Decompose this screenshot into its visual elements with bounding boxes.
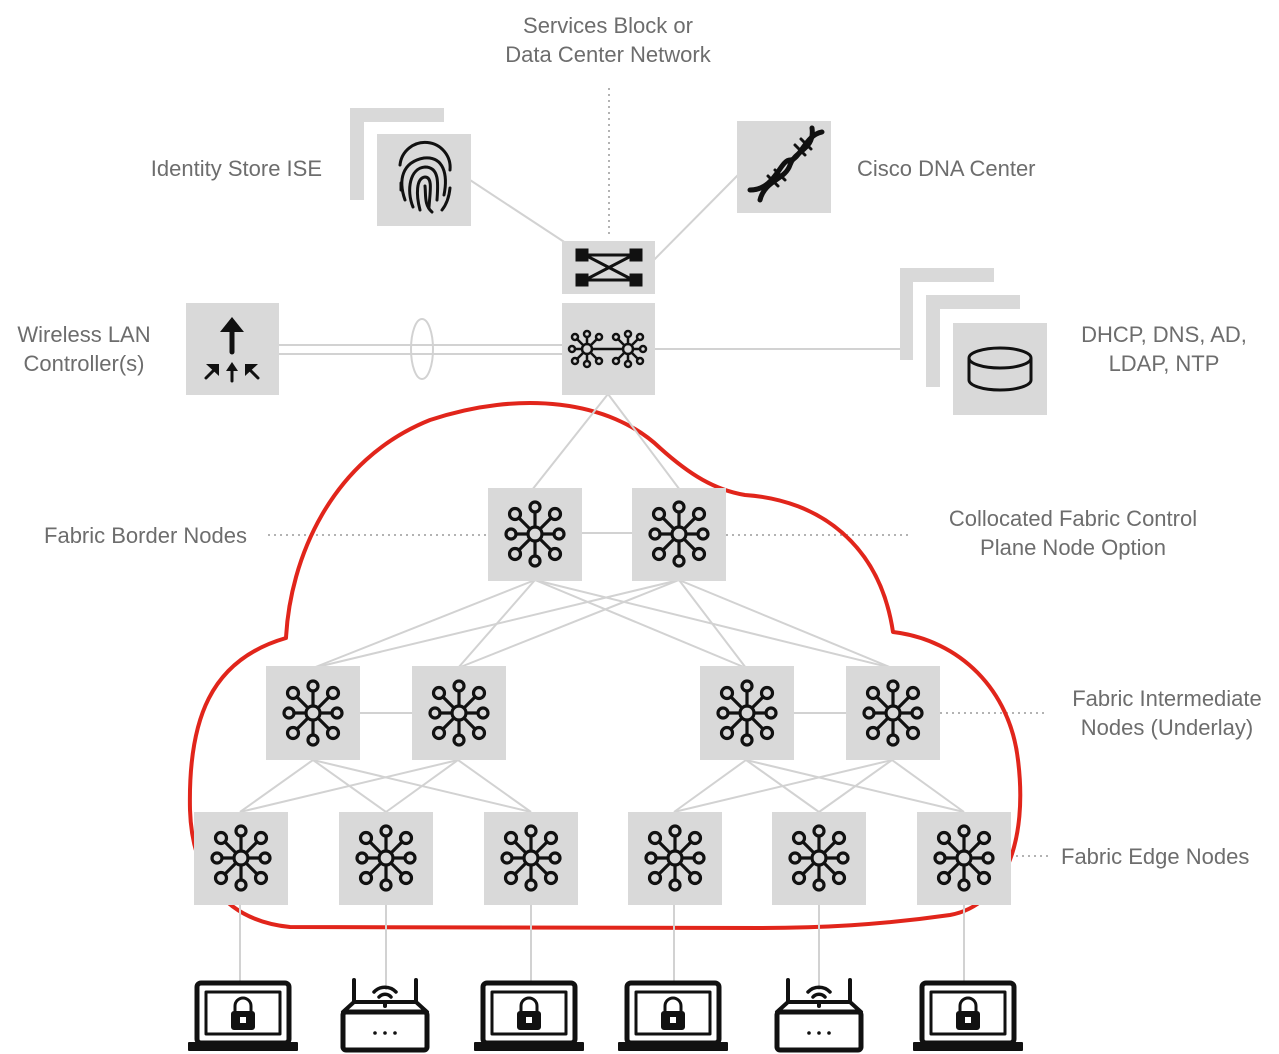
directory-services-servers [900, 268, 1047, 415]
fabric-cloud [187, 401, 1023, 930]
laptop-lock-icon [475, 983, 583, 1050]
fabric-border-node [488, 488, 582, 581]
dhcp-line1: DHCP, DNS, AD, [1081, 322, 1247, 347]
services-block-line1: Services Block or [523, 13, 693, 38]
fabric-intermediate-node [266, 666, 360, 760]
laptop-lock-icon [189, 983, 297, 1050]
identity-store-ise [350, 108, 471, 226]
wlc-line1: Wireless LAN [17, 322, 151, 347]
fabric-edge-node [628, 812, 722, 905]
fabric-edge-node [484, 812, 578, 905]
identity-store-label: Identity Store ISE [150, 156, 322, 181]
fabric-links [239, 393, 965, 990]
dna-center-label: Cisco DNA Center [857, 156, 1036, 181]
cisco-dna-center [737, 121, 831, 213]
fabric-border-node [632, 488, 726, 581]
fabric-intermediate-node [412, 666, 506, 760]
control-plane-line1: Collocated Fabric Control [948, 506, 1198, 531]
fabric-edge-node [917, 812, 1011, 905]
control-plane-label: Collocated Fabric Control Plane Node Opt… [918, 504, 1228, 562]
fabric-intermediate-nodes [266, 666, 940, 760]
fabric-border-nodes [488, 488, 726, 581]
fabric-border-label: Fabric Border Nodes [44, 523, 247, 548]
wireless-lan-controller [186, 303, 279, 395]
fabric-edge-node [194, 812, 288, 905]
intermediate-line1: Fabric Intermediate [1072, 686, 1262, 711]
wireless-access-point-icon [343, 980, 427, 1050]
dhcp-label: DHCP, DNS, AD, LDAP, NTP [1060, 320, 1268, 378]
fabric-edge-node [772, 812, 866, 905]
services-block-line2: Data Center Network [505, 42, 711, 67]
port-channel-ellipse [410, 318, 434, 380]
wlc-label: Wireless LAN Controller(s) [0, 320, 168, 378]
layer2-switch-icon [575, 248, 643, 287]
dotted-guide-lines [268, 88, 1050, 857]
multilayer-router-icon [567, 329, 648, 369]
dna-helix-icon [747, 125, 825, 203]
fabric-edge-node [339, 812, 433, 905]
dhcp-line2: LDAP, NTP [1108, 351, 1220, 376]
services-router [562, 303, 655, 395]
services-l2-switch [562, 241, 655, 294]
wlc-line2: Controller(s) [23, 351, 145, 376]
fabric-intermediate-node [846, 666, 940, 760]
edge-label: Fabric Edge Nodes [1061, 844, 1250, 869]
laptop-lock-icon [619, 983, 727, 1050]
wireless-controller-arrows-icon [204, 317, 260, 383]
fingerprint-icon [398, 140, 452, 214]
endpoints [189, 980, 1022, 1050]
services-block-label: Services Block or Data Center Network [455, 11, 761, 69]
laptop-lock-icon [914, 983, 1022, 1050]
intermediate-label: Fabric Intermediate Nodes (Underlay) [1055, 684, 1279, 742]
fabric-intermediate-node [700, 666, 794, 760]
database-icon [967, 346, 1033, 392]
control-plane-line2: Plane Node Option [980, 535, 1166, 560]
fabric-edge-nodes [194, 812, 1011, 905]
wireless-access-point-icon [777, 980, 861, 1050]
intermediate-line2: Nodes (Underlay) [1080, 715, 1254, 740]
